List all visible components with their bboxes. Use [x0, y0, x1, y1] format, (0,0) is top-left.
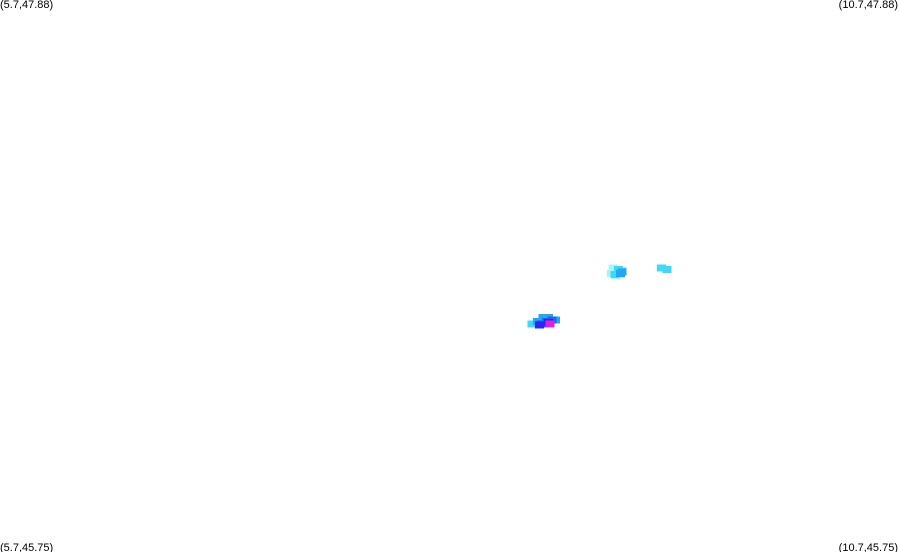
precip-cell-medium [617, 268, 627, 276]
corner-label-top-left: (5.7,47.88) [0, 0, 54, 11]
precip-cell-light [527, 320, 537, 328]
precip-cell-light [657, 264, 667, 272]
precip-cell-extreme [545, 320, 555, 328]
corner-label-bottom-right: (10.7,45.75) [838, 542, 898, 552]
precip-cell-light [610, 271, 620, 279]
corner-label-bottom-left: (5.7,45.75) [0, 542, 54, 552]
corner-label-top-right: (10.7,47.88) [838, 0, 898, 11]
precip-cell-very-strong [534, 321, 544, 329]
precip-cell-light [662, 266, 672, 273]
precip-cell-medium [538, 314, 548, 321]
